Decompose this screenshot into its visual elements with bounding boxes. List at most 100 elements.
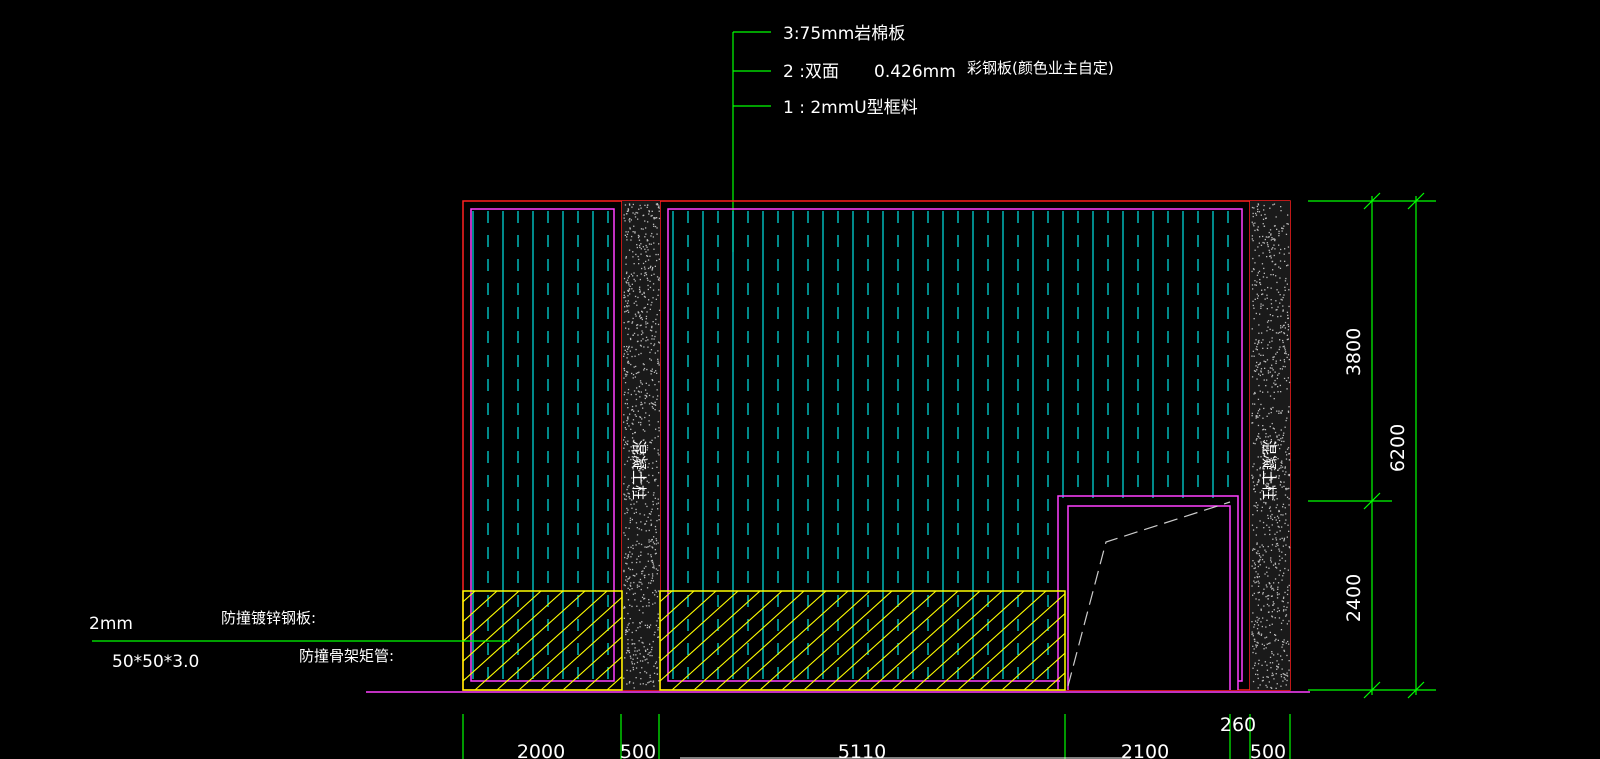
dim-3800: 3800 [1343,328,1365,376]
speckle [642,605,644,608]
speckle [650,680,652,682]
speckle [636,387,638,389]
speckle [1262,417,1264,419]
speckle [641,383,643,385]
speckle [1263,474,1265,476]
speckle [640,421,642,424]
speckle [1257,412,1259,414]
speckle [1277,544,1279,547]
speckle [1263,407,1265,410]
speckle [1256,510,1258,512]
speckle [1270,475,1272,477]
speckle [625,629,628,631]
speckle [1257,424,1260,427]
speckle [1257,624,1260,626]
speckle [1265,436,1267,438]
speckle [1260,244,1263,246]
speckle [641,488,643,490]
speckle [1252,645,1254,647]
speckle [641,667,643,669]
speckle [1263,561,1265,563]
speckle [1288,459,1291,461]
speckle [1262,429,1264,431]
speckle [1284,321,1287,324]
speckle [1283,572,1285,574]
speckle [1275,673,1277,675]
speckle [1264,298,1266,300]
speckle [1274,562,1276,564]
speckle [654,404,657,406]
speckle [1277,653,1279,655]
speckle [1279,538,1281,540]
speckle [627,277,629,279]
speckle [1256,576,1259,579]
speckle [648,539,650,541]
speckle [1263,428,1265,430]
speckle [651,326,653,329]
speckle [654,631,656,633]
speckle [1288,498,1290,500]
speckle [1258,561,1260,563]
speckle [645,260,647,263]
speckle [1260,341,1263,344]
speckle [1264,637,1266,639]
speckle [652,681,654,683]
speckle [658,309,661,311]
speckle [652,563,654,565]
hatch-line [847,591,959,690]
speckle [1283,649,1285,651]
speckle [646,658,648,660]
speckle [1251,524,1254,526]
speckle [652,283,655,285]
speckle [656,227,658,229]
speckle [1279,447,1281,450]
speckle [1254,403,1256,405]
speckle [1262,223,1264,225]
speckle [1255,365,1257,367]
speckle [1256,205,1258,208]
speckle [1265,487,1268,489]
note-layer-2-material: 彩钢板(颜色业主自定) [967,59,1114,77]
speckle [628,425,630,427]
speckle [623,414,625,416]
speckle [642,228,644,230]
speckle [1271,374,1274,376]
speckle [633,581,635,584]
speckle [1262,546,1264,548]
speckle [1282,600,1284,603]
speckle [639,204,641,207]
speckle [1284,327,1286,329]
speckle [631,663,633,665]
speckle [626,239,628,241]
speckle [644,220,646,222]
speckle [646,206,648,208]
speckle [1258,555,1261,557]
speckle [1271,672,1274,674]
speckle [643,266,646,268]
speckle [626,443,629,446]
speckle [628,650,630,652]
speckle [1284,352,1286,354]
speckle [658,410,660,412]
speckle [634,414,636,416]
speckle [655,460,658,462]
speckle [657,636,659,638]
speckle [646,255,648,257]
speckle [639,315,641,318]
speckle [1255,348,1257,350]
speckle [639,653,641,655]
speckle [1282,309,1284,311]
speckle [623,355,625,357]
speckle [637,463,639,466]
speckle [1288,584,1290,587]
speckle [623,297,625,299]
speckle [1262,339,1264,341]
speckle [641,596,644,598]
speckle [656,667,658,669]
speckle [646,444,649,447]
speckle [640,340,642,342]
speckle [1267,514,1269,517]
speckle [1282,365,1284,368]
speckle [623,483,625,485]
speckle [1281,299,1283,301]
